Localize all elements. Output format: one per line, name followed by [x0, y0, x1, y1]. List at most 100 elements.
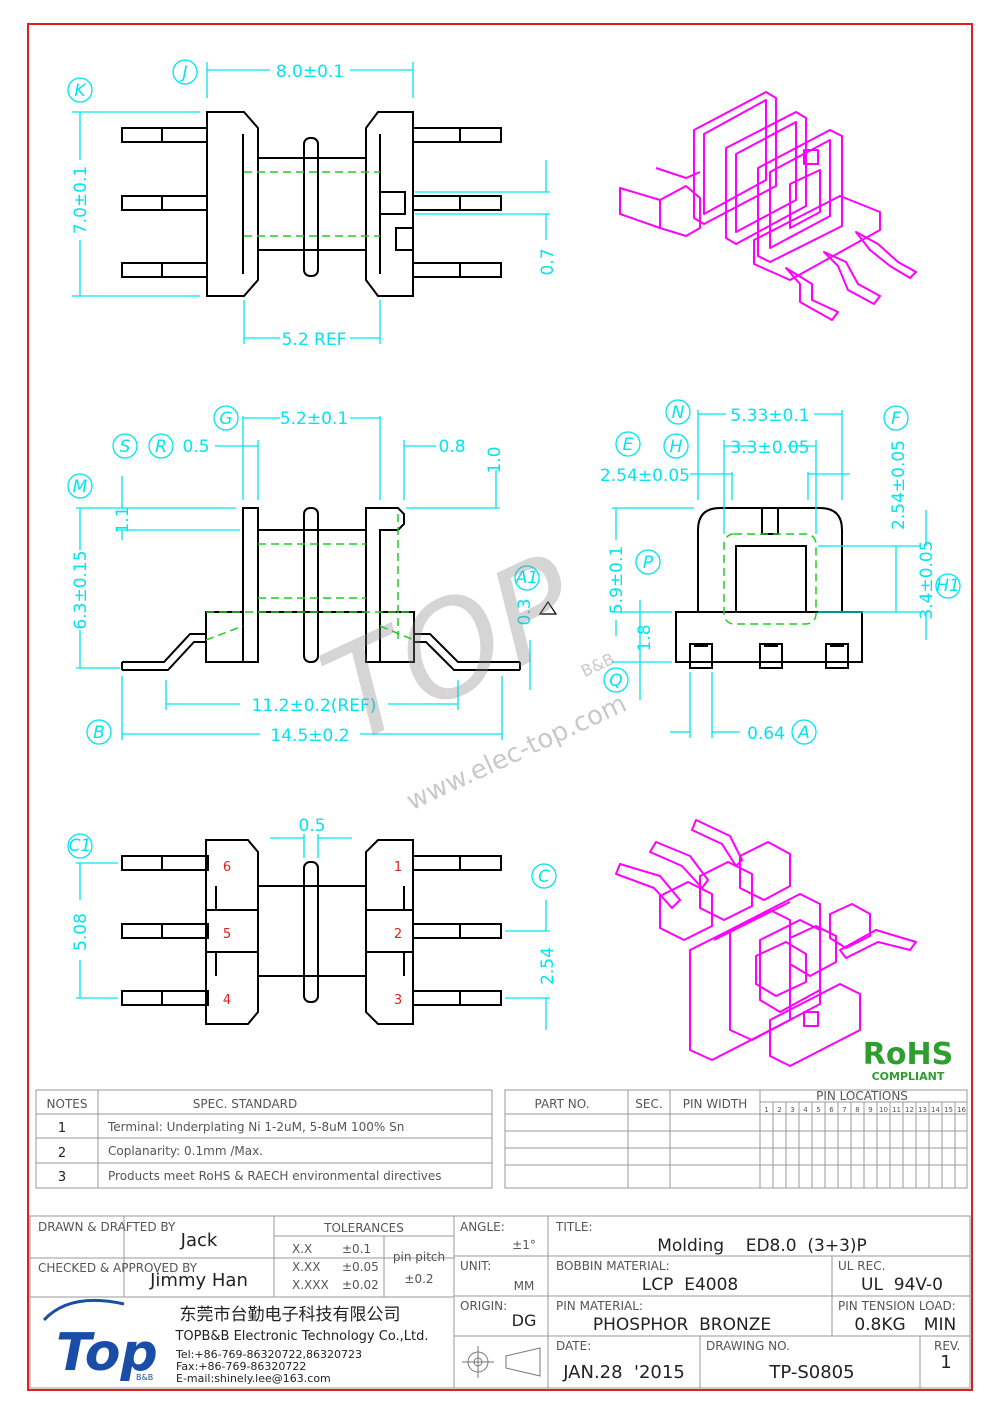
- side-hidden-window: [723, 533, 817, 625]
- side-view: [675, 507, 863, 669]
- dim-front-d10: 1.0: [485, 446, 505, 473]
- tol-row-2-v: ±0.05: [342, 1260, 379, 1274]
- unit-label: UNIT:: [460, 1259, 491, 1273]
- logo-sub: B&B: [136, 1373, 153, 1382]
- label-a: A: [797, 723, 810, 743]
- tension-label: PIN TENSION LOAD:: [838, 1299, 956, 1313]
- dim-bottom-gap: 0.5: [298, 816, 325, 836]
- note-1-text: Terminal: Underplating Ni 1-2uM, 5-8uM 1…: [107, 1120, 404, 1134]
- label-k: K: [74, 81, 87, 101]
- label-s: S: [120, 437, 131, 457]
- tension-value: 0.8KG: [854, 1315, 905, 1335]
- dim-front-total: 14.5±0.2: [270, 726, 349, 746]
- drawing-title: Molding ED8.0 (3+3)P: [657, 1236, 867, 1256]
- pin-number-5: 5: [223, 927, 231, 942]
- notes-table: [35, 1089, 493, 1189]
- pin-column-9: 9: [868, 1106, 872, 1114]
- angle-value: ±1°: [512, 1238, 536, 1252]
- pin-column-3: 3: [790, 1106, 794, 1114]
- company-name-en: TOPB&B Electronic Technology Co.,Ltd.: [174, 1329, 428, 1344]
- pin-column-14: 14: [931, 1106, 940, 1114]
- notes-header-no: NOTES: [47, 1097, 88, 1111]
- label-c: C: [538, 867, 550, 887]
- dim-front-r05: 0.5: [182, 437, 209, 457]
- pin-column-1: 1: [764, 1106, 768, 1114]
- tol-row-3-v: ±0.02: [342, 1278, 379, 1292]
- dim-side-window: 3.4±0.05: [917, 540, 937, 619]
- drawing-no: TP-S0805: [768, 1362, 854, 1383]
- pin-number-6: 6: [223, 860, 231, 875]
- checked-label: CHECKED & APPROVED BY: [38, 1261, 198, 1275]
- pin-material: PHOSPHOR BRONZE: [593, 1315, 771, 1335]
- dim-front-d08: 0.8: [438, 437, 465, 457]
- title-block: [29, 1215, 971, 1389]
- front-view: [121, 507, 521, 671]
- bobbin-material: LCP E4008: [642, 1275, 738, 1295]
- dim-side-d18: 1.8: [635, 624, 655, 651]
- pin-column-11: 11: [892, 1106, 901, 1114]
- dim-side-height: 5.9±0.1: [607, 546, 627, 614]
- label-h: H: [670, 437, 683, 457]
- label-e: E: [623, 435, 634, 455]
- isometric-view-top: [619, 91, 917, 321]
- notes-header-spec: SPEC. STANDARD: [193, 1097, 297, 1111]
- pin-column-10: 10: [879, 1106, 888, 1114]
- rev-label: REV.: [934, 1339, 960, 1353]
- dim-side-pitch: 2.54±0.05: [600, 466, 690, 486]
- pin-column-2: 2: [777, 1106, 781, 1114]
- label-b: B: [93, 723, 105, 743]
- rohs-subtitle: COMPLIANT: [872, 1070, 945, 1083]
- pin-column-15: 15: [944, 1106, 953, 1114]
- dim-side-pitch-v: 2.54±0.05: [889, 440, 909, 530]
- note-3-text: Products meet RoHS & RAECH environmental…: [108, 1169, 442, 1183]
- dim-bottom-span: 5.08: [71, 913, 91, 951]
- ul-value: UL 94V-0: [861, 1275, 943, 1295]
- drawing-frame: [27, 23, 973, 1391]
- origin-label: ORIGIN:: [460, 1299, 507, 1313]
- top-hidden-lines: [244, 171, 380, 237]
- note-2-no: 2: [58, 1146, 66, 1161]
- dim-front-flange: 5.2±0.1: [280, 409, 348, 429]
- pin-number-4: 4: [223, 993, 231, 1008]
- pin-material-label: PIN MATERIAL:: [556, 1299, 643, 1313]
- label-p: P: [643, 553, 654, 573]
- tol-row-3-k: X.XXX: [292, 1278, 329, 1292]
- pin-column-6: 6: [829, 1106, 834, 1114]
- dim-front-d11: 1.1: [113, 506, 133, 533]
- tol-row-1-k: X.X: [292, 1242, 312, 1256]
- label-c1: C1: [69, 836, 92, 856]
- parts-header-width: PIN WIDTH: [683, 1097, 748, 1111]
- label-j: J: [179, 63, 187, 83]
- company-fax: Fax:+86-769-86320722: [176, 1360, 306, 1373]
- angle-label: ANGLE:: [460, 1220, 505, 1234]
- projection-symbol: [462, 1346, 541, 1378]
- pin-column-16: 16: [957, 1106, 966, 1114]
- bottom-view: [121, 839, 502, 1025]
- company-tel: Tel:+86-769-86320722,86320723: [175, 1348, 362, 1361]
- pin-numbers: 1 2 3 4 5 6: [223, 860, 402, 1008]
- rev-value: 1: [940, 1352, 951, 1373]
- isometric-view-bottom: [615, 819, 917, 1067]
- tolerances-title: TOLERANCES: [323, 1221, 404, 1235]
- label-q: Q: [609, 671, 622, 691]
- unit-value: MM: [514, 1279, 535, 1293]
- parts-header-loc: PIN LOCATIONS: [816, 1089, 908, 1103]
- ul-label: UL REC.: [838, 1259, 885, 1273]
- label-m: M: [73, 477, 88, 497]
- dim-top-ref: 5.2 REF: [282, 330, 347, 350]
- watermark: TOP www.elec-top.com B&B: [301, 525, 631, 817]
- pin-number-3: 3: [394, 993, 402, 1008]
- parts-header-sec: SEC.: [635, 1097, 662, 1111]
- checked-by: Jimmy Han: [149, 1270, 248, 1291]
- dim-top-slot: 0.7: [538, 248, 558, 275]
- drawn-label: DRAWN & DRAFTED BY: [38, 1220, 176, 1234]
- pin-pitch-label: pin pitch: [393, 1250, 445, 1264]
- origin-value: DG: [512, 1311, 537, 1330]
- pin-column-12: 12: [905, 1106, 914, 1114]
- dim-top-width: 8.0±0.1: [276, 62, 344, 82]
- parts-header-part: PART NO.: [534, 1097, 589, 1111]
- tol-row-1-v: ±0.1: [342, 1242, 371, 1256]
- top-view-dimensions: [67, 59, 550, 344]
- label-a1: A1: [515, 568, 538, 588]
